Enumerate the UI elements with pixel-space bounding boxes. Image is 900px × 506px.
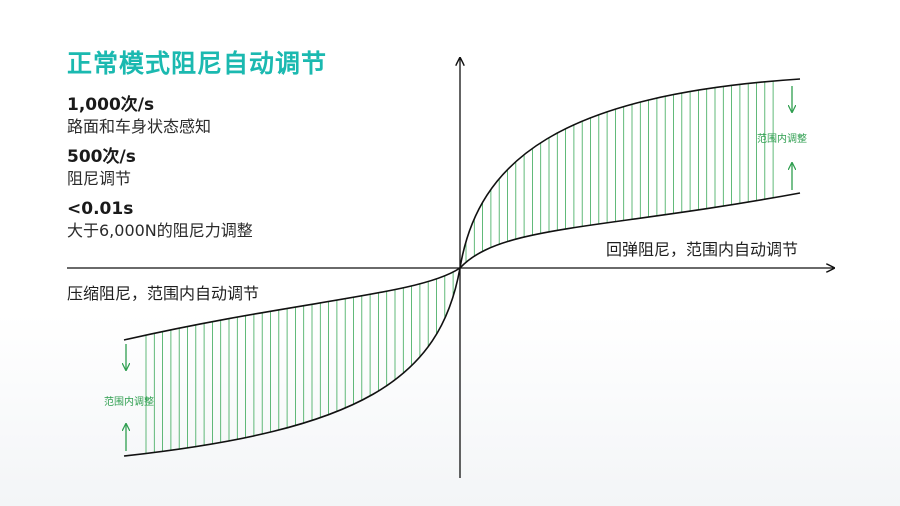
stat-adjust-desc: 阻尼调节 <box>67 169 132 188</box>
compression-lower-curve <box>123 267 461 457</box>
rebound-lower-curve <box>459 192 801 269</box>
stat-sensing-rate: 1,000次/s <box>67 95 155 115</box>
upper-range-note: 范围内调整 <box>757 134 807 145</box>
compression-upper-curve <box>123 267 461 341</box>
stat-response-time: <0.01s <box>67 199 134 219</box>
stats-list: 1,000次/s 路面和车身状态感知 500次/s 阻尼调节 <0.01s 大于… <box>67 94 327 250</box>
rebound-damping-label: 回弹阻尼，范围内自动调节 <box>606 240 799 259</box>
compression-hatch <box>145 272 454 454</box>
stat-response-desc: 大于6,000N的阻尼力调整 <box>67 221 253 240</box>
rebound-upper-curve <box>459 78 801 269</box>
compression-damping-label: 压缩阻尼，范围内自动调节 <box>67 284 260 303</box>
stat-adjust-rate: 500次/s <box>67 147 136 167</box>
rebound-hatch <box>465 81 774 263</box>
lower-range-note: 范围内调整 <box>104 397 154 408</box>
stat-sensing-desc: 路面和车身状态感知 <box>67 117 212 136</box>
page-title: 正常模式阻尼自动调节 <box>67 49 328 78</box>
